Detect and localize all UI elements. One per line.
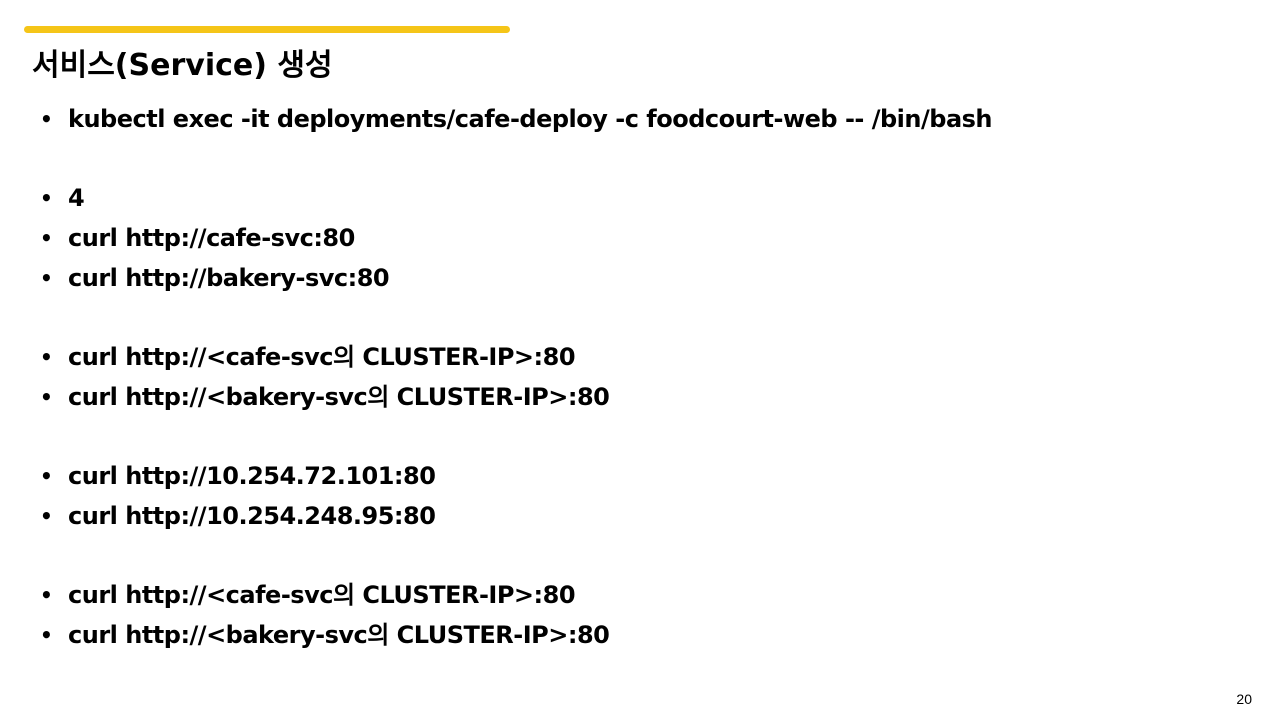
bullet-icon: •	[40, 622, 53, 647]
list-item-text: 4	[68, 184, 85, 213]
blank-line	[40, 536, 1220, 576]
bullet-icon: •	[40, 265, 53, 290]
list-item-text: curl http://<bakery-svc의 CLUSTER-IP>:80	[68, 620, 610, 649]
bullet-icon: •	[40, 503, 53, 528]
title-accent-bar	[24, 26, 510, 33]
bullet-icon: •	[40, 464, 53, 489]
bullet-icon: •	[40, 344, 53, 369]
list-item: • kubectl exec -it deployments/cafe-deplo…	[40, 99, 1220, 139]
page-number: 20	[1236, 691, 1252, 707]
list-item-text: curl http://bakery-svc:80	[68, 263, 390, 292]
bullet-icon: •	[40, 225, 53, 250]
list-item-text: curl http://<cafe-svc의 CLUSTER-IP>:80	[68, 342, 576, 371]
list-item-text: kubectl exec -it deployments/cafe-deploy…	[68, 104, 993, 133]
list-item-text: curl http://<cafe-svc의 CLUSTER-IP>:80	[68, 581, 576, 610]
blank-line	[40, 297, 1220, 337]
bullet-icon: •	[40, 186, 53, 211]
list-item-text: curl http://<bakery-svc의 CLUSTER-IP>:80	[68, 382, 610, 411]
blank-line	[40, 417, 1220, 457]
list-item: • curl http://<bakery-svc의 CLUSTER-IP>:80	[40, 377, 1220, 417]
list-item: • curl http://cafe-svc:80	[40, 218, 1220, 258]
list-item-text: curl http://cafe-svc:80	[68, 223, 355, 252]
list-item: • curl http://10.254.248.95:80	[40, 496, 1220, 536]
list-item-text: curl http://10.254.248.95:80	[68, 501, 436, 530]
list-item: • curl http://<bakery-svc의 CLUSTER-IP>:80	[40, 615, 1220, 655]
list-item: • curl http://bakery-svc:80	[40, 258, 1220, 298]
slide-title: 서비스(Service) 생성	[32, 48, 333, 83]
bullet-icon: •	[40, 106, 53, 131]
blank-line	[40, 139, 1220, 179]
list-item: • curl http://<cafe-svc의 CLUSTER-IP>:80	[40, 337, 1220, 377]
bullet-icon: •	[40, 384, 53, 409]
list-item: •4	[40, 178, 1220, 218]
bullet-list: • kubectl exec -it deployments/cafe-deplo…	[40, 99, 1220, 655]
list-item-text: curl http://10.254.72.101:80	[68, 462, 436, 491]
list-item: • curl http://10.254.72.101:80	[40, 456, 1220, 496]
bullet-icon: •	[40, 583, 53, 608]
list-item: • curl http://<cafe-svc의 CLUSTER-IP>:80	[40, 575, 1220, 615]
